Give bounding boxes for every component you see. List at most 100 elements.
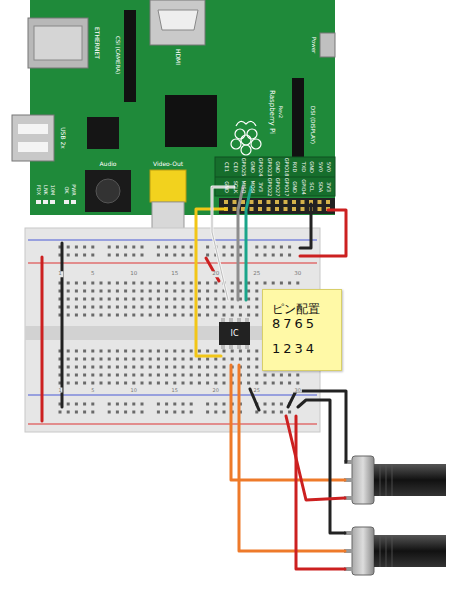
pin-name: GND	[292, 181, 297, 192]
breadboard-hole	[67, 350, 70, 353]
breadboard-hole	[83, 282, 86, 285]
breadboard-hole	[165, 314, 168, 317]
breadboard-hole	[141, 411, 144, 414]
wire-black	[298, 400, 345, 533]
breadboard-hole	[108, 254, 111, 257]
rail-line-blue	[28, 395, 317, 396]
breadboard-hole	[67, 358, 70, 361]
breadboard-hole	[108, 366, 111, 369]
breadboard-hole	[83, 350, 86, 353]
breadboard-hole	[124, 246, 127, 249]
breadboard-hole	[223, 350, 226, 353]
pin-name: GPIO25	[241, 158, 246, 177]
breadboard-hole	[288, 282, 291, 285]
gpio-pin	[301, 207, 305, 211]
breadboard-hole	[149, 374, 152, 377]
gpio-label-strip	[215, 157, 335, 196]
breadboard-hole	[173, 382, 176, 385]
breadboard-hole	[124, 358, 127, 361]
chip-label: IC	[231, 329, 239, 338]
column-number: 1	[57, 388, 62, 393]
breadboard-hole	[100, 298, 103, 301]
soc-chip	[165, 95, 217, 147]
breadboard-hole	[157, 306, 160, 309]
breadboard-hole	[173, 358, 176, 361]
breadboard-hole	[182, 246, 185, 249]
breadboard-hole	[157, 358, 160, 361]
breadboard-hole	[75, 314, 78, 317]
breadboard-hole	[100, 306, 103, 309]
breadboard-hole	[157, 298, 160, 301]
breadboard-hole	[198, 314, 201, 317]
led-label: PWR	[71, 184, 76, 195]
board-name: Raspberry Pi	[268, 90, 275, 134]
breadboard-hole	[264, 403, 267, 406]
port-label: USB 2x	[60, 127, 66, 149]
breadboard-hole	[182, 282, 185, 285]
breadboard-hole	[157, 411, 160, 414]
breadboard-hole	[116, 290, 119, 293]
breadboard-hole	[83, 254, 86, 257]
pin-name: SDA	[317, 181, 322, 191]
gpio-pin	[318, 200, 322, 204]
port-label: Power	[310, 37, 316, 54]
breadboard-hole	[124, 374, 127, 377]
breadboard-hole	[214, 282, 217, 285]
breadboard-hole	[206, 358, 209, 361]
breadboard-hole	[157, 374, 160, 377]
breadboard-hole	[141, 282, 144, 285]
breadboard-hole	[296, 374, 299, 377]
breadboard-hole	[173, 298, 176, 301]
breadboard-hole	[231, 314, 234, 317]
breadboard-hole	[108, 411, 111, 414]
breadboard-hole	[231, 246, 234, 249]
gpio-pin	[326, 200, 330, 204]
breadboard-hole	[173, 374, 176, 377]
breadboard-hole	[247, 298, 250, 301]
gpio-header	[219, 198, 335, 214]
column-number: 15	[170, 271, 179, 277]
breadboard-hole	[141, 254, 144, 257]
breadboard-hole	[91, 366, 94, 369]
port-label: Video-Out	[153, 161, 183, 167]
gpio-pin	[284, 207, 288, 211]
column-number: 10	[130, 388, 138, 393]
port-label: DSI (DISPLAY)	[309, 106, 315, 144]
pin-name: CE1	[224, 162, 229, 172]
column-number: 1	[57, 271, 63, 277]
breadboard-hole	[91, 411, 94, 414]
breadboard-hole	[116, 282, 119, 285]
breadboard-hole	[91, 358, 94, 361]
breadboard-hole	[190, 246, 193, 249]
raspberry-logo	[231, 121, 261, 155]
breadboard-hole	[100, 382, 103, 385]
gpio-pin	[267, 200, 271, 204]
breadboard-hole	[165, 382, 168, 385]
pin-name: SCLK	[232, 180, 237, 193]
breadboard-hole	[264, 411, 267, 414]
gpio-pin	[224, 200, 228, 204]
breadboard-hole	[100, 358, 103, 361]
breadboard-hole	[247, 382, 250, 385]
breadboard-hole	[67, 254, 70, 257]
breadboard-hole	[280, 403, 283, 406]
rail-line-red	[28, 263, 317, 264]
breadboard-hole	[272, 374, 275, 377]
breadboard-hole	[255, 298, 258, 301]
breadboard-hole	[198, 350, 201, 353]
breadboard-hole	[157, 382, 160, 385]
breadboard-hole	[231, 254, 234, 257]
breadboard-hole	[165, 290, 168, 293]
breadboard-hole	[255, 306, 258, 309]
breadboard-hole	[272, 411, 275, 414]
breadboard-hole	[214, 403, 217, 406]
column-number: 30	[293, 271, 302, 277]
breadboard-hole	[83, 314, 86, 317]
pin-name: GPIO24	[258, 158, 263, 177]
breadboard-hole	[264, 254, 267, 257]
breadboard-hole	[173, 403, 176, 406]
breadboard-hole	[91, 290, 94, 293]
pcb	[30, 0, 335, 215]
breadboard-hole	[141, 382, 144, 385]
breadboard-hole	[198, 366, 201, 369]
